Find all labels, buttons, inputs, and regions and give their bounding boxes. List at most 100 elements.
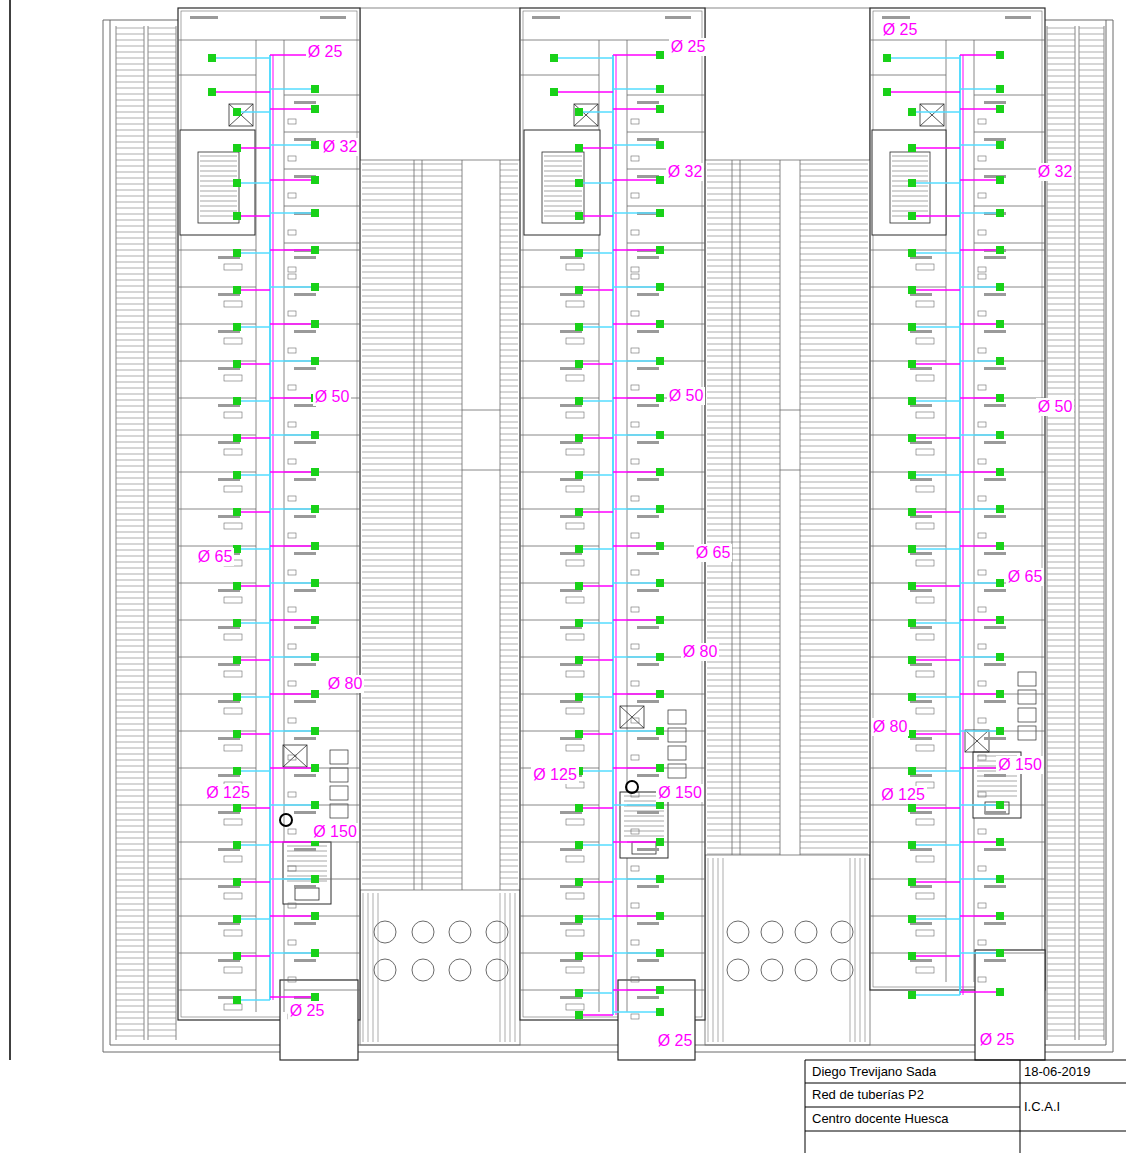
- louvre-slat: [1079, 802, 1104, 803]
- room-tag: [637, 663, 659, 666]
- louvre-slat: [148, 574, 176, 575]
- outlet-point: [575, 656, 583, 664]
- branch-pipe: [613, 471, 660, 473]
- louvre-slat: [116, 550, 144, 551]
- room-wall: [178, 657, 256, 658]
- outlet-point: [233, 878, 241, 886]
- outlet-point: [233, 952, 241, 960]
- louvre-slat: [148, 796, 176, 797]
- louvre-slat: [148, 208, 176, 209]
- louvre-slat: [1079, 502, 1104, 503]
- roof-slat: [362, 536, 462, 537]
- washbasin: [224, 597, 242, 603]
- roof-slat: [707, 164, 780, 165]
- door-mark: [978, 193, 986, 198]
- washbasin: [224, 412, 242, 418]
- louvre-slat: [1079, 124, 1104, 125]
- washbasin: [566, 634, 584, 640]
- louvre-slat: [116, 466, 144, 467]
- roof-slat: [362, 656, 462, 657]
- roof-slat: [800, 596, 868, 597]
- louvre-slat: [148, 934, 176, 935]
- outlet-point: [311, 431, 319, 439]
- outlet-point: [575, 212, 583, 220]
- washbasin: [566, 264, 584, 270]
- roof-slat: [362, 800, 462, 801]
- louvre-slat: [148, 358, 176, 359]
- washbasin: [224, 634, 242, 640]
- roof-slat: [362, 404, 462, 405]
- roof-slat: [362, 494, 462, 495]
- roof-slat: [362, 248, 462, 249]
- room-wall: [520, 287, 599, 288]
- lift-cross: [574, 104, 598, 126]
- branch-pipe: [613, 54, 660, 56]
- roof-slat: [362, 830, 462, 831]
- branch-pipe: [270, 804, 315, 806]
- roof-slat: [500, 278, 518, 279]
- outlet-point: [656, 727, 664, 735]
- roof-slat: [362, 686, 462, 687]
- atrium-void: [705, 8, 870, 160]
- louvre-slat: [148, 598, 176, 599]
- door-mark: [288, 311, 296, 316]
- roof-slat: [800, 308, 868, 309]
- louvre-slat: [1047, 1006, 1075, 1007]
- door-mark: [978, 977, 986, 982]
- room-tag: [637, 996, 659, 999]
- roof-slat: [800, 326, 868, 327]
- branch-pipe: [579, 400, 613, 402]
- louvre-slat: [116, 706, 144, 707]
- roof-slat: [500, 854, 518, 855]
- stair-core: [283, 842, 331, 904]
- roof-slat: [800, 548, 868, 549]
- room-wall: [178, 40, 360, 41]
- outlet-point: [575, 108, 583, 116]
- room-tag: [1005, 16, 1031, 19]
- louvre-slat: [1047, 514, 1075, 515]
- roof-slat: [500, 782, 518, 783]
- room-tag: [637, 774, 659, 777]
- column: [412, 959, 434, 981]
- branch-pipe: [579, 511, 613, 513]
- louvre-slat: [1079, 466, 1104, 467]
- louvre-slat: [116, 760, 144, 761]
- roof-slat: [362, 554, 462, 555]
- louvre-slat: [148, 448, 176, 449]
- room-tag: [294, 589, 316, 592]
- louvre-slat: [116, 676, 144, 677]
- louvre-slat: [1079, 268, 1104, 269]
- louvre-slat: [116, 448, 144, 449]
- roof-slat: [362, 332, 462, 333]
- louvre-slat: [116, 898, 144, 899]
- roof-slat: [800, 782, 868, 783]
- outlet-point: [656, 51, 664, 59]
- louvre-slat: [1047, 202, 1075, 203]
- roof-slat: [800, 506, 868, 507]
- roof-beam: [740, 160, 741, 855]
- louvre-slat: [1079, 136, 1104, 137]
- louvre-slat: [1047, 232, 1075, 233]
- louvre-slat: [116, 1030, 144, 1031]
- louvre-slat: [116, 286, 144, 287]
- roof-slat: [707, 218, 780, 219]
- roof-slat: [500, 404, 518, 405]
- toilet-cubicle: [668, 728, 686, 742]
- branch-pipe: [554, 57, 613, 59]
- louvre-slat: [1079, 76, 1104, 77]
- louvre-slat: [1047, 478, 1075, 479]
- branch-pipe: [613, 915, 660, 917]
- louvre-slat: [116, 658, 144, 659]
- roof-slat: [707, 674, 780, 675]
- louvre-slat: [1047, 778, 1075, 779]
- roof-slat: [500, 812, 518, 813]
- roof-slat: [800, 572, 868, 573]
- louvre-slat: [1047, 394, 1075, 395]
- louvre-slat: [1079, 640, 1104, 641]
- roof-slat: [362, 740, 462, 741]
- roof-slat: [362, 218, 462, 219]
- roof-slat: [500, 428, 518, 429]
- roof-slat: [707, 662, 780, 663]
- louvre-slat: [1079, 484, 1104, 485]
- branch-pipe: [270, 582, 315, 584]
